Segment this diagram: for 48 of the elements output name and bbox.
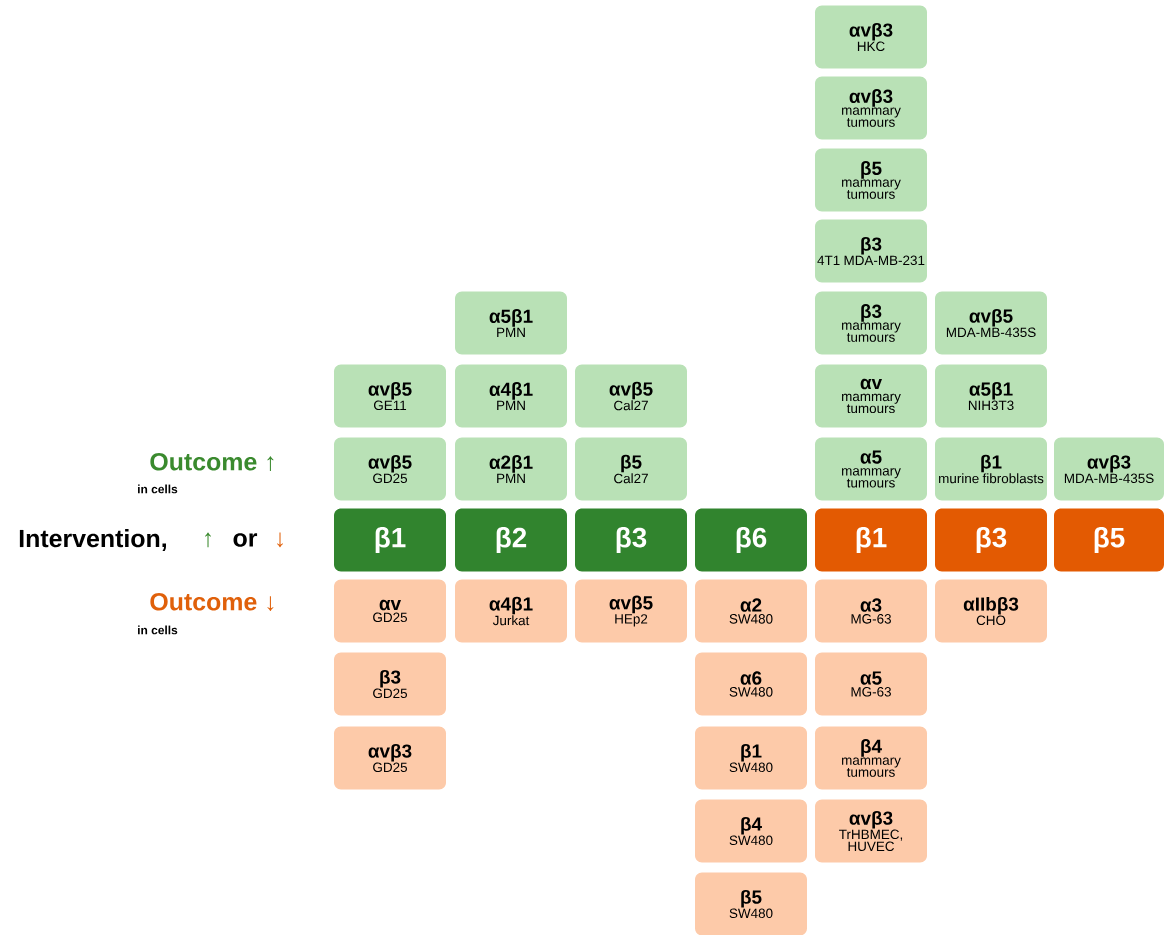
cell-result-box: αvβ5 GE11	[334, 364, 446, 428]
intervention-box: β3	[935, 508, 1047, 572]
arrow-symbol: ↓	[277, 532, 283, 548]
cell-result-box: α4β1 PMN	[455, 364, 567, 428]
cell-result-box: α5 mammary tumours	[815, 437, 927, 501]
cell-result-box: β4 SW480	[695, 799, 807, 863]
intervention-box: β6	[695, 508, 807, 572]
cell-result-box: αvβ3 HKC	[815, 5, 927, 69]
cell-result-box: α5β1 NIH3T3	[935, 364, 1047, 428]
cell-result-box: β4 mammary tumours	[815, 726, 927, 790]
note: in cells	[138, 484, 178, 494]
outcome-heading: Outcome ↓	[150, 592, 274, 612]
outcome-heading: Outcome ↑	[150, 452, 274, 472]
cell-result-box: αv mammary tumours	[815, 364, 927, 428]
intervention-box: β2	[455, 508, 567, 572]
cell-result-box: αvβ3 TrHBMEC, HUVEC	[815, 799, 927, 863]
cell-result-box: α3 MG-63	[815, 579, 927, 643]
cell-result-box: αvβ5 MDA-MB-435S	[935, 291, 1047, 355]
intervention-box: β1	[815, 508, 927, 572]
cell-result-box: β5 Cal27	[575, 437, 687, 501]
cell-result-box: αIIbβ3 CHO	[935, 579, 1047, 643]
cell-result-box: β5 mammary tumours	[815, 148, 927, 212]
cell-result-box: α4β1 Jurkat	[455, 579, 567, 643]
cell-result-box: α2 SW480	[695, 579, 807, 643]
intervention-box: β3	[575, 508, 687, 572]
cell-result-box: αvβ5 Cal27	[575, 364, 687, 428]
cell-result-box: α5β1 PMN	[455, 291, 567, 355]
cell-result-box: αv GD25	[334, 579, 446, 643]
cell-result-box: αvβ3 mammary tumours	[815, 76, 927, 140]
cell-result-box: α2β1 PMN	[455, 437, 567, 501]
cell-result-box: αvβ3 GD25	[334, 726, 446, 790]
cell-result-box: β3 mammary tumours	[815, 291, 927, 355]
connective-word: or	[233, 533, 258, 547]
cell-result-box: β1 murine fibroblasts	[935, 437, 1047, 501]
cell-result-box: β5 SW480	[695, 872, 807, 935]
cell-result-box: α6 SW480	[695, 652, 807, 716]
cell-result-box: α5 MG-63	[815, 652, 927, 716]
intervention-box: β1	[334, 508, 446, 572]
cell-result-box: αvβ3 MDA-MB-435S	[1054, 437, 1164, 501]
cell-result-box: β3 4T1 MDA-MB-231	[815, 219, 927, 283]
note: in cells	[138, 625, 178, 635]
intervention-box: β5	[1054, 508, 1164, 572]
cell-result-box: αvβ5 HEp2	[575, 579, 687, 643]
cell-result-box: αvβ5 GD25	[334, 437, 446, 501]
intervention-label: Intervention,	[19, 529, 166, 551]
cell-result-box: β3 GD25	[334, 652, 446, 716]
cell-result-box: β1 SW480	[695, 726, 807, 790]
arrow-symbol: ↑	[205, 532, 211, 548]
